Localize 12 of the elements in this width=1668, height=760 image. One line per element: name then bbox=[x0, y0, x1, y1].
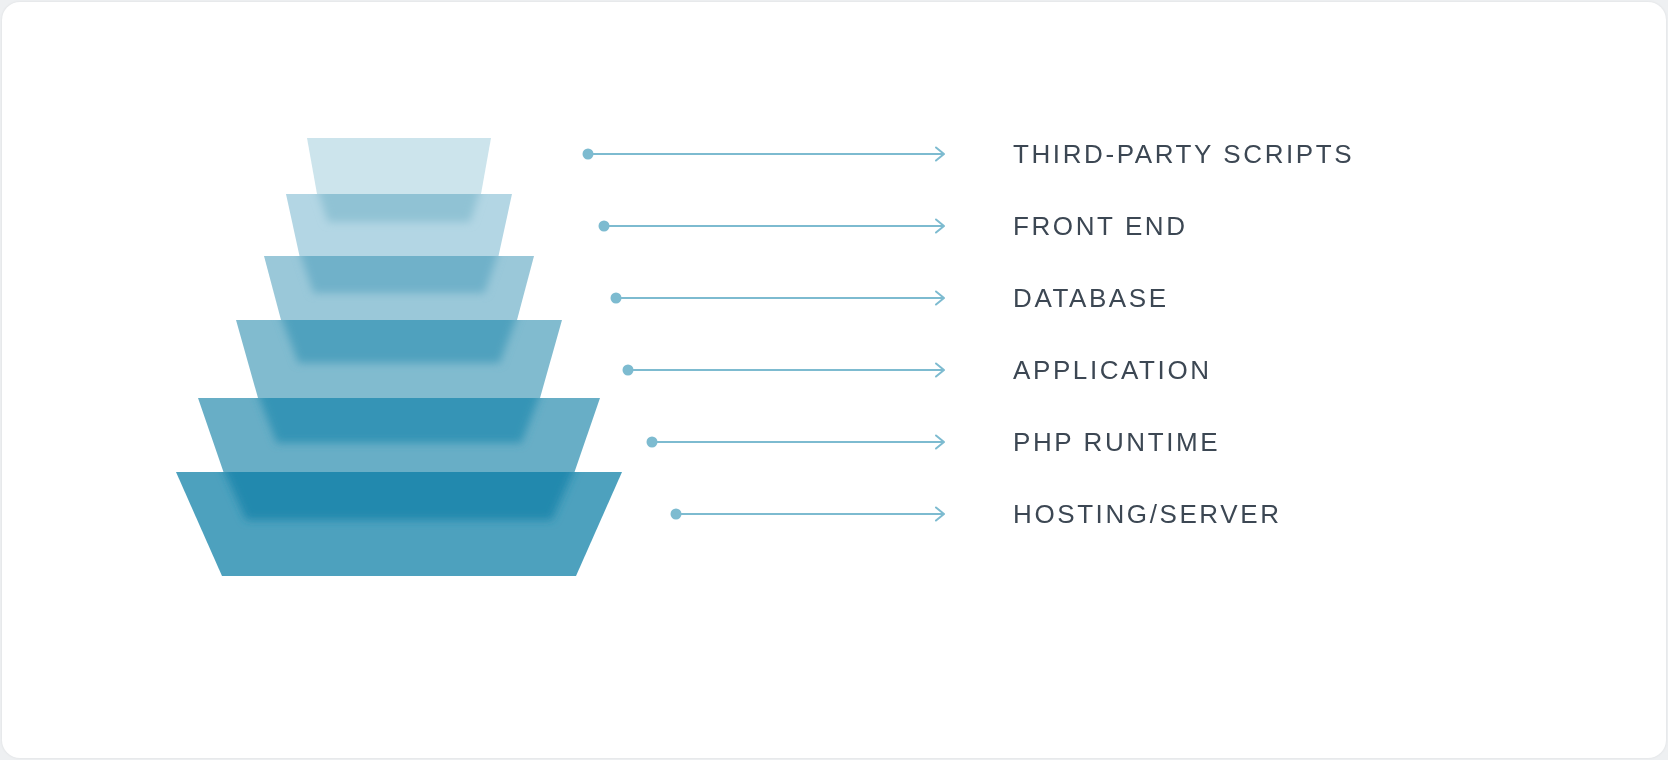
arrow bbox=[646, 434, 945, 450]
layer-label: HOSTING/SERVER bbox=[1013, 498, 1282, 530]
arrow bbox=[582, 146, 945, 162]
layer-label: DATABASE bbox=[1013, 282, 1169, 314]
arrow bbox=[622, 362, 945, 378]
arrow bbox=[610, 290, 945, 306]
arrow bbox=[598, 218, 945, 234]
arrow bbox=[670, 506, 945, 522]
layer-label: FRONT END bbox=[1013, 210, 1188, 242]
layer-label: THIRD-PARTY SCRIPTS bbox=[1013, 138, 1355, 170]
layer-label: APPLICATION bbox=[1013, 354, 1212, 386]
layer-label: PHP RUNTIME bbox=[1013, 426, 1221, 458]
